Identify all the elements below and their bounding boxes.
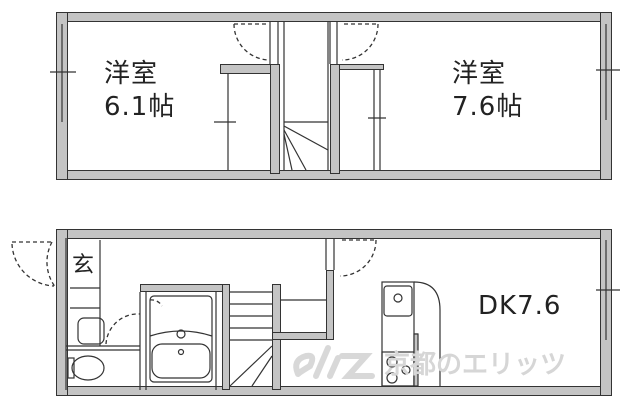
room-type: 洋室 bbox=[104, 59, 159, 89]
wall-closet-right-side bbox=[330, 64, 340, 174]
room-label-western-2: 洋室 7.6帖 bbox=[452, 58, 523, 123]
entrance-label: 玄 bbox=[72, 253, 96, 278]
wall-bath-right bbox=[222, 284, 230, 390]
watermark-text: 京都のエリッツ bbox=[384, 350, 567, 380]
wall-lower-left bbox=[56, 229, 68, 396]
room-label-dk: DK7.6 bbox=[478, 291, 562, 321]
room-size: 7.6帖 bbox=[452, 91, 524, 122]
room-type: 洋室 bbox=[452, 59, 507, 89]
wall-storage-side bbox=[326, 270, 334, 340]
room-label-western-1: 洋室 6.1帖 bbox=[104, 58, 175, 123]
watermark-logo bbox=[293, 345, 375, 379]
room-size: 6.1帖 bbox=[104, 91, 176, 122]
wall-closet-left-side bbox=[270, 64, 280, 174]
